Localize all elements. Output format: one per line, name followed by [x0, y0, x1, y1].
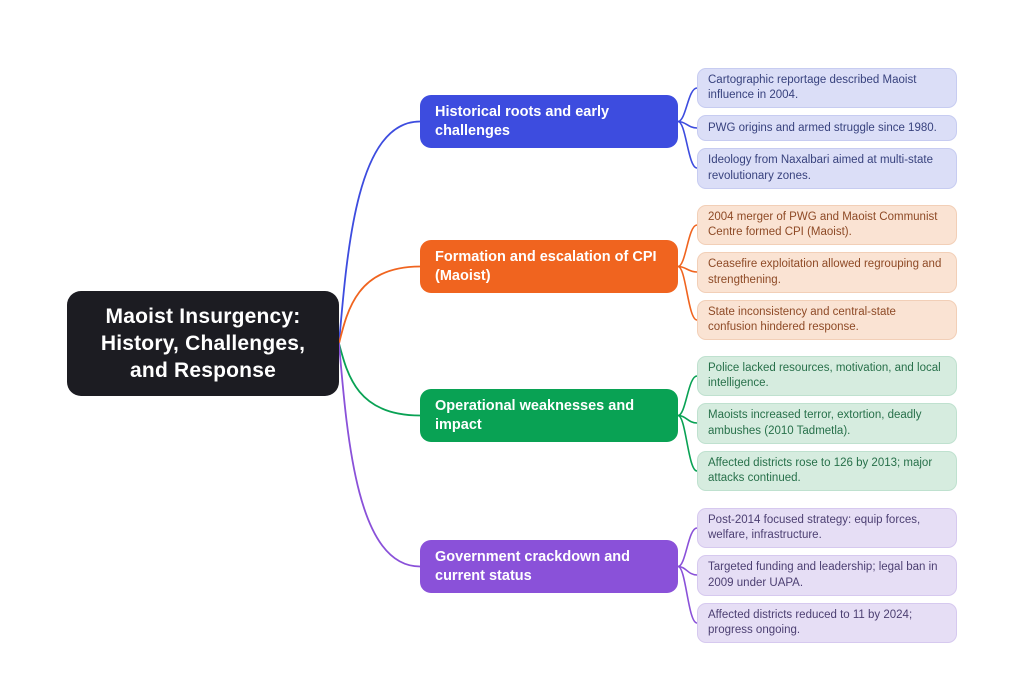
leaf-group: Post-2014 focused strategy: equip forces… [697, 508, 957, 644]
leaf-node[interactable]: 2004 merger of PWG and Maoist Communist … [697, 205, 957, 246]
leaf-node[interactable]: Cartographic reportage described Maoist … [697, 68, 957, 109]
branch-label: Government crackdown and current status [435, 549, 630, 584]
branch-label: Historical roots and early challenges [435, 104, 610, 139]
leaf-group: Police lacked resources, motivation, and… [697, 356, 957, 492]
leaf-node[interactable]: Maoists increased terror, extortion, dea… [697, 403, 957, 444]
leaf-node[interactable]: Ideology from Naxalbari aimed at multi-s… [697, 148, 957, 189]
branch-node-historical-roots[interactable]: Historical roots and early challenges [420, 95, 678, 148]
branch-node-operational-weaknesses[interactable]: Operational weaknesses and impact [420, 389, 678, 442]
leaf-node[interactable]: Post-2014 focused strategy: equip forces… [697, 508, 957, 549]
leaf-text: PWG origins and armed struggle since 198… [708, 121, 937, 134]
leaf-text: Affected districts rose to 126 by 2013; … [708, 456, 933, 484]
leaf-node[interactable]: State inconsistency and central-state co… [697, 299, 957, 341]
leaf-text: Affected districts reduced to 11 by 2024… [708, 608, 913, 636]
branch-label: Formation and escalation of CPI (Maoist) [435, 249, 657, 284]
leaf-node[interactable]: Affected districts reduced to 11 by 2024… [697, 602, 957, 644]
leaf-text: Post-2014 focused strategy: equip forces… [708, 514, 921, 542]
leaf-text: Targeted funding and leadership; legal b… [708, 561, 938, 589]
leaf-text: Cartographic reportage described Maoist … [708, 74, 917, 102]
leaf-text: Maoists increased terror, extortion, dea… [708, 409, 922, 437]
leaf-text: Police lacked resources, motivation, and… [708, 362, 941, 390]
leaf-group: Cartographic reportage described Maoist … [697, 68, 957, 189]
leaf-text: Ceasefire exploitation allowed regroupin… [708, 258, 942, 286]
branch-node-government-crackdown[interactable]: Government crackdown and current status [420, 540, 678, 593]
leaf-node[interactable]: Affected districts rose to 126 by 2013; … [697, 450, 957, 492]
leaf-text: State inconsistency and central-state co… [708, 305, 896, 333]
root-title: Maoist Insurgency: History, Challenges, … [100, 304, 306, 383]
leaf-text: Ideology from Naxalbari aimed at multi-s… [708, 154, 933, 182]
root-node[interactable]: Maoist Insurgency: History, Challenges, … [67, 291, 339, 396]
leaf-node[interactable]: Ceasefire exploitation allowed regroupin… [697, 252, 957, 293]
leaf-node[interactable]: Police lacked resources, motivation, and… [697, 356, 957, 397]
branch-node-formation-escalation[interactable]: Formation and escalation of CPI (Maoist) [420, 240, 678, 293]
leaf-group: 2004 merger of PWG and Maoist Communist … [697, 205, 957, 341]
leaf-node[interactable]: PWG origins and armed struggle since 198… [697, 115, 957, 142]
branch-label: Operational weaknesses and impact [435, 398, 635, 433]
leaf-text: 2004 merger of PWG and Maoist Communist … [708, 211, 938, 239]
leaf-node[interactable]: Targeted funding and leadership; legal b… [697, 555, 957, 596]
